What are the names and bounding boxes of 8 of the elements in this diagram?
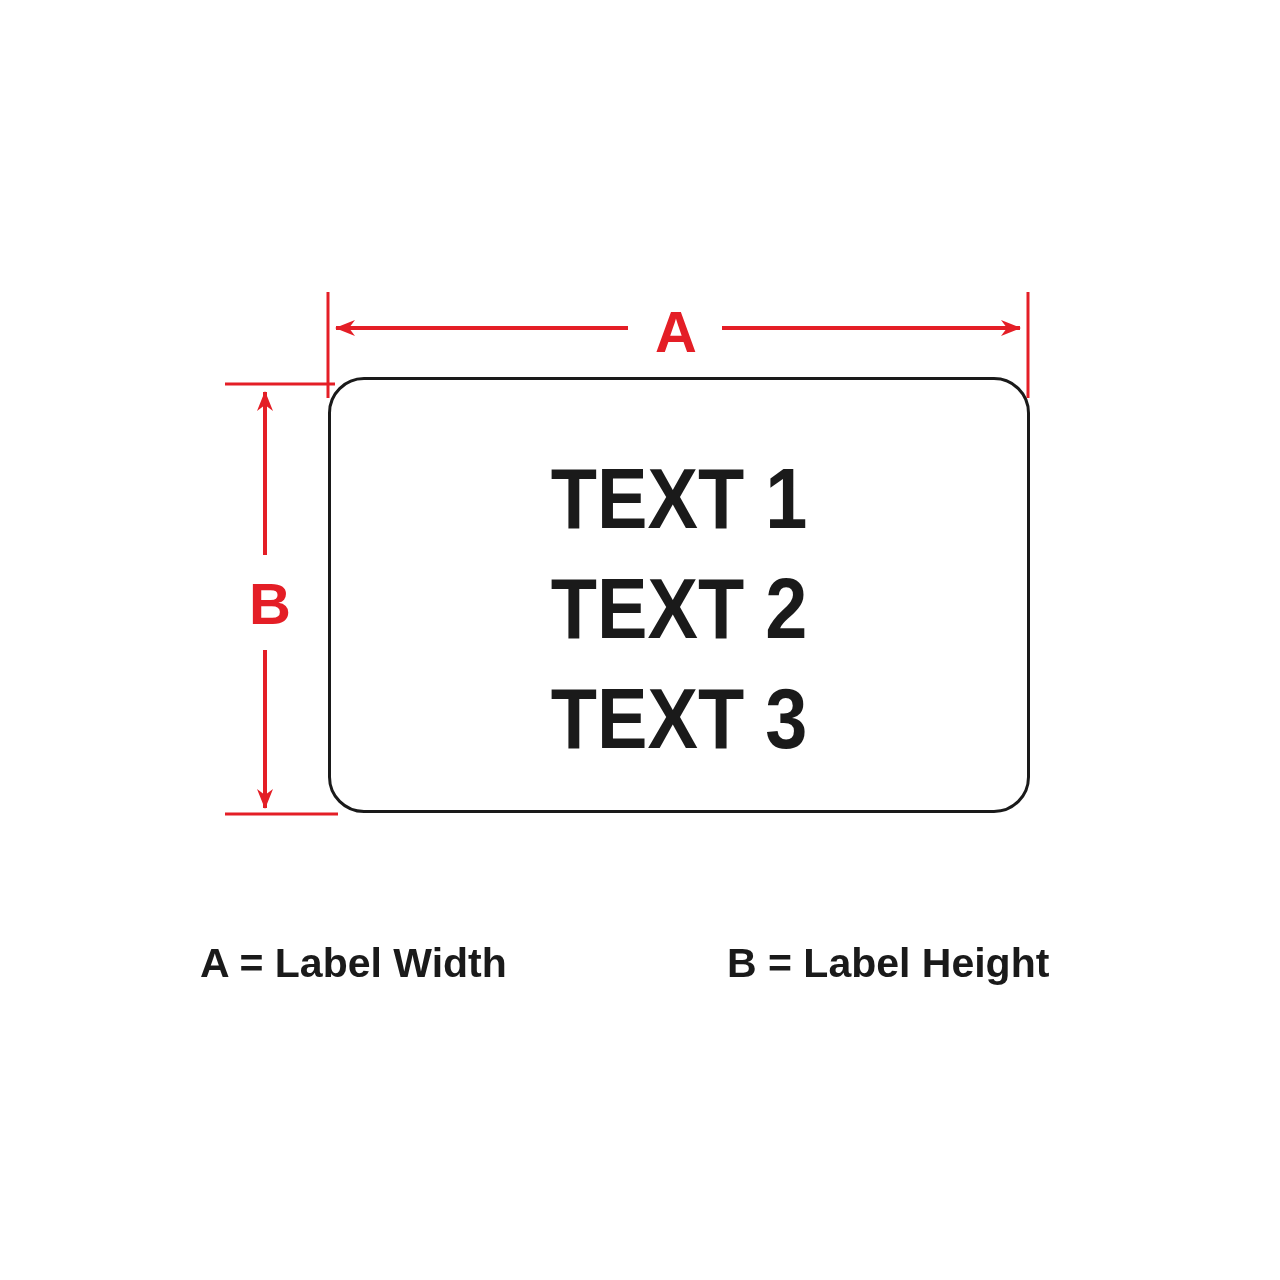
- legend-note: A = Label Width: [200, 940, 507, 986]
- dimension-label: B: [249, 574, 291, 634]
- label-text: TEXT 2: [549, 559, 809, 658]
- label-text: TEXT 1: [549, 449, 809, 548]
- dimension-label: A: [655, 302, 697, 362]
- label-outline: [328, 377, 1030, 813]
- label-text: TEXT 3: [549, 669, 809, 768]
- legend-note: B = Label Height: [727, 940, 1050, 986]
